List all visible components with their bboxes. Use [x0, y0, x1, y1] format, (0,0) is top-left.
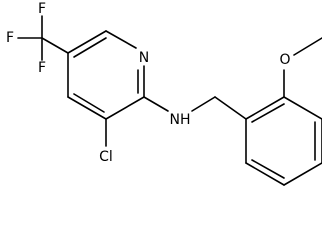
bond-b6-b1	[245, 96, 285, 120]
bond-c5-c6	[67, 30, 107, 54]
bond-nh-ch2	[191, 96, 216, 112]
bond-b2-b3-inner	[251, 159, 285, 179]
pyridine-ring: N	[67, 30, 149, 120]
bond-c2-nh	[143, 96, 169, 112]
oxygen-label: O	[279, 52, 290, 68]
methoxy-group: O	[279, 37, 322, 98]
bond-cf3-ring	[41, 37, 69, 54]
bond-c2-c3	[105, 96, 145, 120]
chlorine-label: Cl	[99, 149, 113, 165]
chloro-substituent: Cl	[99, 118, 113, 165]
bond-c6-n1	[105, 30, 137, 49]
bond-b2-b3	[245, 162, 285, 186]
pyridine-nitrogen-label: N	[139, 50, 149, 66]
fluorine-left-label: F	[6, 30, 14, 46]
bond-o-methyl	[293, 37, 322, 56]
amine-linker: NH	[143, 96, 247, 128]
fluorine-bottom-label: F	[38, 60, 46, 76]
bond-c3-c4-inner	[73, 93, 105, 113]
amine-nh-label: NH	[170, 112, 191, 128]
bond-b6-b1-inner	[251, 103, 285, 123]
fluorine-top-label: F	[38, 1, 46, 17]
bond-b5-b6	[283, 96, 322, 120]
bond-c5-c6-inner	[73, 37, 107, 58]
bond-ch2-ring	[214, 96, 247, 120]
chemical-structure: F F F N Cl NH	[6, 1, 322, 186]
bond-c3-c4	[67, 96, 107, 120]
trifluoromethyl-group: F F F	[6, 1, 69, 76]
bond-b3-b4	[283, 162, 322, 186]
benzene-ring	[245, 96, 322, 186]
